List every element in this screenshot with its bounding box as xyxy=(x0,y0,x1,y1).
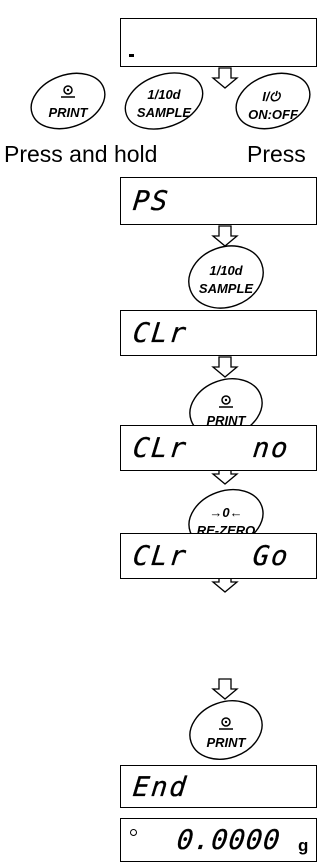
rezero-icon: →0← xyxy=(209,505,242,520)
down-arrow-3 xyxy=(212,356,238,378)
display-clr-no-main: CLr xyxy=(131,433,190,464)
display-weight-value: 0.0000 xyxy=(175,825,283,856)
display-ps-text: PS xyxy=(131,186,172,217)
display-initial xyxy=(120,18,317,67)
down-arrow-2 xyxy=(212,225,238,247)
press-label: Press xyxy=(247,141,306,167)
sample-button-top[interactable]: 1/10d SAMPLE xyxy=(118,63,211,139)
print-button-top-label: PRINT xyxy=(49,105,89,120)
sample-button-line2: SAMPLE xyxy=(199,281,254,296)
print-button-top[interactable]: PRINT xyxy=(23,64,112,139)
print-button-3-label: PRINT xyxy=(207,735,247,750)
display-end: End xyxy=(120,765,317,808)
press-and-hold-label: Press and hold xyxy=(4,141,158,167)
display-ps: PS xyxy=(120,177,317,225)
display-clr-go-main: CLr xyxy=(131,541,190,572)
print-button-2[interactable]: PRINT xyxy=(182,369,271,447)
sample-button-line1: 1/10d xyxy=(209,263,243,278)
onoff-button-label: ON:OFF xyxy=(248,107,299,122)
sample-button-top-line1: 1/10d xyxy=(147,87,181,102)
display-end-text: End xyxy=(131,772,190,803)
print-icon xyxy=(63,85,73,95)
display-clr: CLr xyxy=(120,310,317,356)
down-arrow-6 xyxy=(212,678,238,700)
display-clr-no-blink: no xyxy=(251,433,292,464)
display-weight-unit: g xyxy=(298,836,309,855)
sample-button-top-line2: SAMPLE xyxy=(137,105,192,120)
onoff-button[interactable]: I/⏻ ON:OFF xyxy=(228,64,317,139)
power-icon: I/⏻ xyxy=(262,89,281,104)
print-button-2-label: PRINT xyxy=(207,413,247,428)
down-arrow-1 xyxy=(212,67,238,89)
print-icon-3 xyxy=(221,717,231,727)
display-clr-go: CLr Go xyxy=(120,533,317,579)
sample-button[interactable]: 1/10d SAMPLE xyxy=(180,236,272,318)
display-clr-go-blink: Go xyxy=(251,541,292,572)
display-clr-no: CLr no xyxy=(120,425,317,471)
display-weight: 0.0000 g xyxy=(120,818,317,862)
print-icon-2 xyxy=(221,395,231,405)
display-clr-text: CLr xyxy=(131,318,190,349)
stable-indicator-icon xyxy=(130,829,137,836)
print-button-3[interactable]: PRINT xyxy=(182,691,271,769)
display-indicator-mark xyxy=(129,54,134,57)
